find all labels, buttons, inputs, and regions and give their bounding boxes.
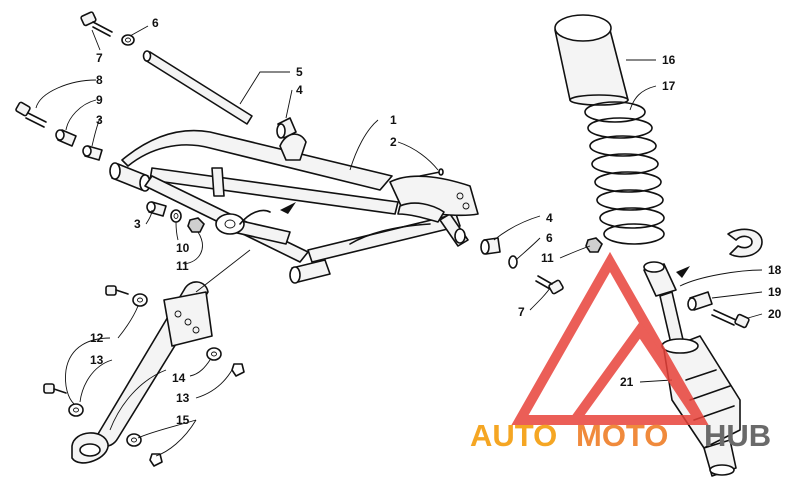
callout-6-right: 6: [546, 231, 553, 245]
strap-washer-mid: [206, 347, 222, 361]
assembly-centerline: [195, 249, 251, 293]
strap-washer-bottom: [68, 403, 84, 417]
front-nut: [187, 217, 205, 233]
strap-nut-low: [149, 453, 163, 467]
direction-arrow: [280, 202, 296, 214]
upper-washer: [121, 34, 135, 46]
spring-clip: [727, 228, 763, 258]
callout-17: 17: [662, 79, 676, 93]
callout-11: 11: [176, 259, 189, 273]
callout-6: 6: [152, 16, 159, 30]
callout-15: 15: [176, 413, 190, 427]
callout-13: 13: [90, 353, 104, 367]
callout-3: 3: [96, 113, 103, 127]
callout-10: 10: [176, 241, 190, 255]
right-bolt: [535, 275, 564, 295]
coil-spring: [584, 101, 665, 245]
leader-lines: [35, 25, 763, 457]
callout-21: 21: [620, 375, 634, 389]
right-nut: [585, 237, 603, 253]
callout-20: 20: [768, 307, 782, 321]
callout-1: 1: [390, 113, 397, 127]
shock-absorber: [643, 261, 741, 477]
watermark-text: AUTO MOTO HUB: [470, 418, 771, 453]
cotter-pin: [419, 168, 444, 177]
watermark-auto: AUTO: [470, 418, 557, 453]
upper-bolt: [80, 11, 113, 37]
callout-7-right: 7: [518, 305, 525, 319]
bushing-upper-right: [276, 117, 297, 139]
callout-4: 4: [296, 83, 303, 97]
strap-washer-top: [132, 293, 148, 307]
watermark-hub: HUB: [704, 418, 771, 453]
callout-18: 18: [768, 263, 782, 277]
limiter-strap: [71, 281, 213, 464]
callout-3-front: 3: [134, 217, 141, 231]
callout-11-right: 11: [541, 251, 554, 265]
watermark-moto: MOTO: [576, 418, 668, 453]
callout-13-lower: 13: [176, 391, 190, 405]
direction-arrow-shock: [676, 266, 690, 278]
watermark-logo: [511, 251, 709, 425]
front-washer: [170, 209, 182, 223]
left-long-bolt: [15, 101, 47, 128]
callout-7: 7: [96, 51, 103, 65]
shock-spacer: [687, 291, 713, 311]
right-washer: [508, 255, 518, 269]
callout-12: 12: [90, 331, 104, 345]
swing-arm: [109, 129, 479, 284]
callout-numbers: 6 7 5 4 8 9 3 1 2 3 10 11 4 6 11 7 16 17…: [90, 16, 782, 427]
front-bushing: [146, 201, 167, 217]
callout-5: 5: [296, 65, 303, 79]
callout-9: 9: [96, 93, 103, 107]
callout-19: 19: [768, 285, 782, 299]
strap-bolt-top: [105, 285, 129, 296]
strap-bolt-bottom: [43, 383, 67, 394]
shock-bolt: [711, 309, 750, 329]
callout-14: 14: [172, 371, 186, 385]
long-rod: [142, 50, 253, 125]
strap-nut-mid: [231, 363, 245, 377]
strap-washer-low: [126, 433, 142, 447]
shock-bumper: [554, 14, 629, 106]
callout-2: 2: [390, 135, 397, 149]
callout-16: 16: [662, 53, 676, 67]
left-spacer: [55, 129, 77, 147]
callout-4-right: 4: [546, 211, 553, 225]
right-bushing: [480, 237, 501, 255]
left-bushing: [82, 145, 103, 161]
callout-8: 8: [96, 73, 103, 87]
